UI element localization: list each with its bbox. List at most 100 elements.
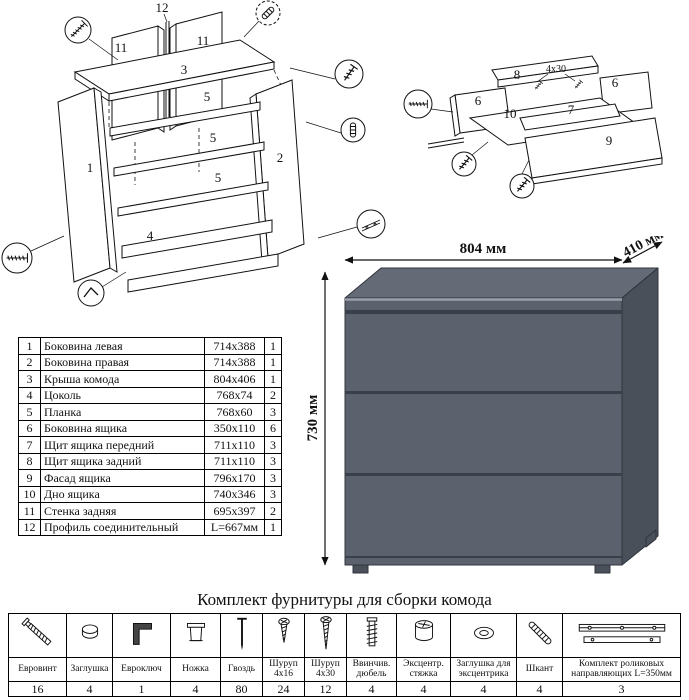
part-label-7: 7 [568, 102, 575, 117]
hardware-qty-row: 16 4 1 4 80 24 12 4 4 4 4 3 [8, 681, 681, 697]
part-drawer-back [491, 55, 599, 88]
dresser-foot [352, 564, 369, 574]
drawer-gap [345, 391, 622, 394]
assembled-dresser-view: 804 мм 410 мм 730 мм [305, 236, 667, 574]
part-number: 6 [18, 419, 41, 437]
hardware-qty: 3 [562, 681, 681, 697]
hexkey-icon [132, 623, 152, 645]
hardware-name: Ножка [170, 657, 221, 682]
part-label-1: 1 [87, 160, 94, 175]
table-row: 12 Профиль соединительный L=667мм 1 [18, 518, 282, 536]
part-label-11: 11 [115, 40, 128, 55]
part-qty: 3 [264, 469, 282, 487]
part-qty: 1 [264, 337, 282, 355]
hardware-qty: 4 [170, 681, 221, 697]
part-plinth-rails [121, 219, 279, 293]
hardware-qty: 12 [304, 681, 347, 697]
table-row: 5 Планка 768x60 3 [18, 403, 282, 421]
part-label-8: 8 [514, 67, 521, 82]
drawer-slides-icon [578, 623, 665, 643]
dresser-foot [594, 564, 611, 574]
table-row: 9 Фасад ящика 796x170 3 [18, 469, 282, 487]
part-label-6: 6 [475, 93, 482, 108]
part-qty: 2 [264, 502, 282, 520]
table-row: 4 Цоколь 768x74 2 [18, 386, 282, 404]
part-top-panel [73, 39, 276, 102]
part-qty: 3 [264, 436, 282, 454]
part-size: 714x388 [204, 337, 265, 355]
cap-icon [81, 624, 98, 639]
parts-table: 1 Боковина левая 714x388 1 2 Боковина пр… [18, 337, 282, 536]
hardware-qty: 4 [396, 681, 451, 697]
part-number: 12 [18, 518, 41, 536]
table-row: 10 Дно ящика 740x346 3 [18, 485, 282, 503]
part-size: 711x110 [204, 436, 265, 454]
table-row: 1 Боковина левая 714x388 1 [18, 337, 282, 355]
dimension-arrows [321, 241, 663, 566]
part-drawer-front-shield [519, 103, 621, 131]
carcass-exploded-diagram: 12 11 11 3 1 2 5 5 5 4 [1, 0, 386, 307]
hardware-name: Евроключ [112, 657, 171, 682]
base-shadow [345, 556, 622, 558]
hardware-name: Заглушка для эксцентрика [450, 657, 517, 682]
hardware-name: Шкант [516, 657, 563, 682]
table-row: 6 Боковина ящика 350x110 6 [18, 419, 282, 437]
table-row: 8 Щит ящика задний 711x110 3 [18, 452, 282, 470]
part-name: Планка [40, 403, 205, 421]
hardware-names-row: Евровинт Заглушка Евроключ Ножка Гвоздь … [8, 657, 681, 682]
part-size: 796x170 [204, 469, 265, 487]
part-name: Профиль соединительный [40, 518, 205, 536]
hardware-name: Гвоздь [220, 657, 263, 682]
part-qty: 1 [264, 518, 282, 536]
part-size: 768x74 [204, 386, 265, 404]
cam-lock-icon [414, 620, 433, 642]
dowel-callout-icon [349, 122, 357, 138]
part-size: 695x397 [204, 502, 265, 520]
part-drawer-facade [524, 117, 663, 185]
part-size: 350x110 [204, 419, 265, 437]
screw-icon [319, 616, 332, 650]
hardware-qty: 80 [220, 681, 263, 697]
screw-size-note: 4x30 [546, 64, 566, 75]
part-size: 804x406 [204, 370, 265, 388]
part-name: Боковина правая [40, 353, 205, 371]
screw-icon [573, 79, 584, 91]
part-name: Щит ящика передний [40, 436, 205, 454]
hardware-icons-row [8, 613, 681, 658]
part-planks [109, 101, 269, 217]
part-size: 740x346 [204, 485, 265, 503]
part-name: Стенка задняя [40, 502, 205, 520]
drawer-gap [345, 473, 622, 476]
depth-dimension-label: 410 мм [621, 236, 667, 261]
hardware-name: Евровинт [8, 657, 67, 682]
bracket-callout-icon [83, 287, 99, 298]
part-name: Щит ящика задний [40, 452, 205, 470]
part-number: 9 [18, 469, 41, 487]
part-name: Цоколь [40, 386, 205, 404]
part-name: Боковина левая [40, 337, 205, 355]
dresser-side-face [621, 267, 659, 566]
part-qty: 3 [264, 452, 282, 470]
wood-dowel-icon [528, 621, 551, 645]
hardware-qty: 24 [262, 681, 305, 697]
hardware-qty: 4 [516, 681, 563, 697]
part-name: Фасад ящика [40, 469, 205, 487]
hardware-kit-title: Комплект фурнитуры для сборки комода [197, 590, 492, 609]
table-row: 3 Крыша комода 804x406 1 [18, 370, 282, 388]
part-qty: 1 [264, 370, 282, 388]
dresser-body [344, 267, 659, 574]
part-qty: 1 [264, 353, 282, 371]
part-name: Боковина ящика [40, 419, 205, 437]
part-size: L=667мм [204, 518, 265, 536]
table-row: 2 Боковина правая 714x388 1 [18, 353, 282, 371]
part-number: 10 [18, 485, 41, 503]
part-qty: 2 [264, 386, 282, 404]
part-size: 714x388 [204, 353, 265, 371]
hardware-qty: 4 [346, 681, 397, 697]
hardware-name: Заглушка [66, 657, 113, 682]
part-label-3: 3 [181, 62, 188, 77]
part-label-9: 9 [606, 133, 613, 148]
part-number: 11 [18, 502, 41, 520]
depth-arrow [622, 241, 663, 264]
slide-callout-icon [361, 219, 381, 232]
